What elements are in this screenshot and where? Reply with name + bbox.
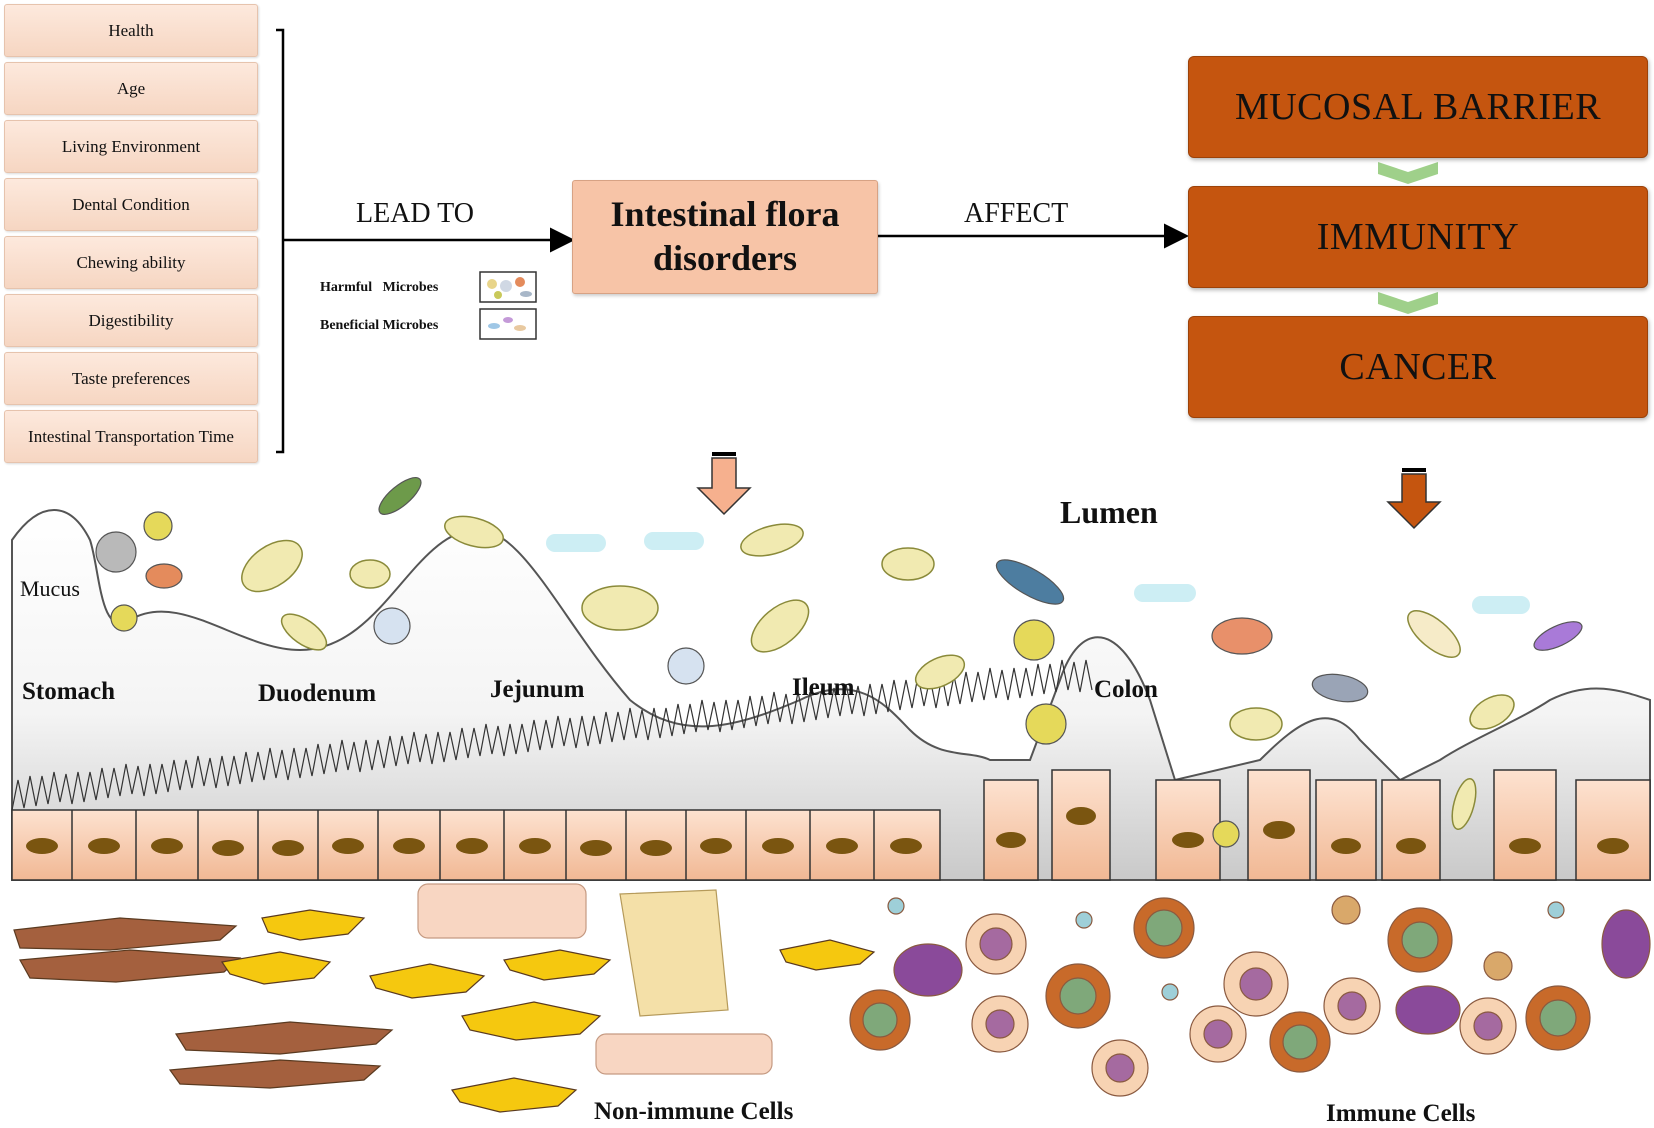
factor-dental-condition: Dental Condition xyxy=(4,178,258,231)
factor-intestinal-transportation-time: Intestinal Transportation Time xyxy=(4,410,258,463)
affect-label: AFFECT xyxy=(964,198,1069,229)
mucus-layer xyxy=(11,509,1651,881)
effect-label: CANCER xyxy=(1339,346,1497,388)
down-arrow-icon xyxy=(696,452,752,516)
factor-label: Taste preferences xyxy=(71,368,191,388)
factor-taste-preferences: Taste preferences xyxy=(4,352,258,405)
non-immune-cells-label: Non-immune Cells xyxy=(594,1098,794,1125)
segment-ileum-label: Ileum xyxy=(792,674,855,701)
factor-label: Intestinal Transportation Time xyxy=(28,426,234,446)
factor-label: Age xyxy=(116,78,146,98)
microbes-colored xyxy=(95,477,1583,848)
microbes xyxy=(241,515,1515,830)
chevron-down-icon xyxy=(1378,162,1438,184)
factor-label: Digestibility xyxy=(88,310,174,330)
immune-cells-label: Immune Cells xyxy=(1326,1100,1476,1127)
effect-label: MUCOSAL BARRIER xyxy=(1234,86,1602,128)
factor-chewing-ability: Chewing ability xyxy=(4,236,258,289)
factor-health: Health xyxy=(4,4,258,57)
segment-colon-label: Colon xyxy=(1094,676,1158,703)
harmful-microbes-swatch xyxy=(479,271,537,303)
legend-harmful-label: Harmful Microbes xyxy=(320,280,439,295)
factor-living-environment: Living Environment xyxy=(4,120,258,173)
effect-immunity: IMMUNITY xyxy=(1188,186,1648,288)
epithelium-layer xyxy=(11,659,1651,881)
segment-stomach-label: Stomach xyxy=(22,678,116,705)
factor-bracket xyxy=(276,28,285,454)
segment-duodenum-label: Duodenum xyxy=(258,680,377,707)
factor-label: Dental Condition xyxy=(72,194,190,214)
effect-mucosal-barrier: MUCOSAL BARRIER xyxy=(1188,56,1648,158)
lead-to-label: LEAD TO xyxy=(356,198,474,229)
down-arrow-icon xyxy=(1386,468,1442,530)
effect-cancer: CANCER xyxy=(1188,316,1648,418)
mucus-label: Mucus xyxy=(20,576,80,601)
beneficial-microbes-swatch xyxy=(479,308,537,340)
factor-label: Living Environment xyxy=(61,136,201,156)
legend-beneficial-label: Beneficial Microbes xyxy=(320,318,439,333)
intestinal-flora-label: Intestinal flora disorders xyxy=(610,194,840,278)
factor-digestibility: Digestibility xyxy=(4,294,258,347)
non-immune-cells xyxy=(13,883,876,1113)
intestinal-flora-box: Intestinal flora disorders xyxy=(572,180,878,294)
factor-label: Health xyxy=(108,20,154,40)
effect-label: IMMUNITY xyxy=(1316,216,1520,258)
chevron-down-icon xyxy=(1378,292,1438,314)
factor-label: Chewing ability xyxy=(76,252,186,272)
segment-jejunum-label: Jejunum xyxy=(490,676,585,703)
lumen-label: Lumen xyxy=(1060,494,1158,530)
factor-age: Age xyxy=(4,62,258,115)
immune-cells xyxy=(849,895,1651,1097)
